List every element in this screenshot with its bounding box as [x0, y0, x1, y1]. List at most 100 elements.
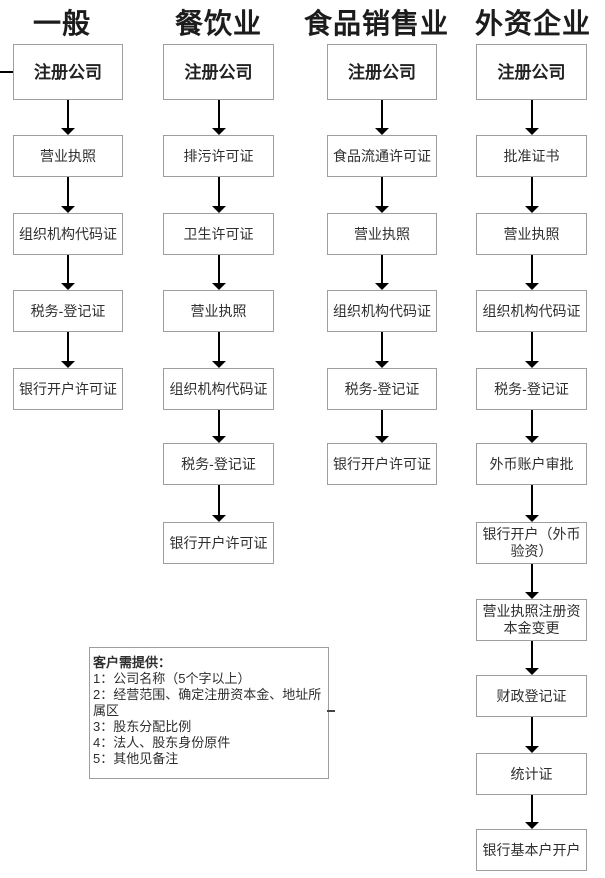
flow-node-label: 银行开户许可证: [169, 534, 268, 551]
flow-node: 注册公司: [13, 44, 123, 100]
flow-node: 营业执照注册资本金变更: [476, 599, 587, 641]
flow-node-label: 银行开户许可证: [19, 380, 117, 397]
flow-node-label: 注册公司: [184, 62, 253, 82]
arrow-line: [217, 485, 220, 517]
arrow-head: [211, 361, 226, 368]
down-arrow: [375, 177, 389, 213]
down-arrow: [211, 177, 226, 213]
note-box: 客户需提供： 1：公司名称（5个字以上） 2：经营范围、确定注册资本金、地址所属…: [89, 647, 329, 779]
column-header: 餐饮业: [175, 8, 263, 39]
note-line: 4：法人、股东身份原件: [93, 735, 231, 750]
arrow-line: [530, 485, 533, 517]
down-arrow: [524, 255, 539, 290]
note-line: 5：其他见备注: [93, 751, 179, 766]
connector-stub-left: [0, 71, 13, 73]
down-arrow: [375, 100, 389, 135]
arrow-line: [530, 332, 533, 363]
flow-node: 统计证: [476, 753, 587, 795]
flow-node: 税务-登记证: [13, 290, 123, 332]
flow-node-label: 营业执照注册资本金变更: [482, 603, 581, 636]
arrow-head: [61, 206, 75, 213]
arrow-head: [375, 128, 389, 135]
arrow-head: [524, 206, 539, 213]
arrow-line: [67, 177, 69, 208]
flow-node-label: 组织机构代码证: [169, 380, 268, 397]
arrow-head: [61, 128, 75, 135]
flow-node: 注册公司: [476, 44, 587, 100]
column-header: 食品销售业: [304, 8, 450, 39]
flow-node: 银行开户许可证: [163, 522, 274, 564]
arrow-line: [530, 641, 533, 670]
arrow-line: [217, 332, 220, 363]
down-arrow: [61, 255, 75, 290]
arrow-line: [67, 332, 69, 363]
arrow-head: [375, 361, 389, 368]
flow-node-label: 卫生许可证: [183, 225, 254, 242]
flow-node: 组织机构代码证: [327, 290, 437, 332]
flow-node: 批准证书: [476, 135, 587, 177]
flow-node-label: 外币账户审批: [489, 455, 574, 472]
flow-node-label: 税务-登记证: [181, 455, 256, 472]
flow-node-label: 排污许可证: [183, 147, 254, 164]
arrow-line: [530, 795, 533, 824]
flow-node: 注册公司: [327, 44, 437, 100]
arrow-head: [524, 515, 539, 522]
flow-node: 银行开户许可证: [327, 443, 437, 485]
flow-node-label: 注册公司: [497, 62, 566, 82]
flow-node-label: 注册公司: [34, 62, 102, 82]
arrow-line: [217, 410, 220, 438]
flow-node: 排污许可证: [163, 135, 274, 177]
arrow-head: [211, 283, 226, 290]
flow-node-label: 营业执照: [354, 225, 410, 242]
arrow-head: [524, 436, 539, 443]
column-header: 一般: [33, 8, 92, 39]
arrow-head: [524, 668, 539, 675]
down-arrow: [375, 410, 389, 443]
flow-node-label: 注册公司: [348, 62, 416, 82]
down-arrow: [375, 255, 389, 290]
down-arrow: [211, 485, 226, 522]
arrow-line: [381, 100, 383, 130]
flow-node: 组织机构代码证: [163, 368, 274, 410]
note-line: 3：股东分配比例: [93, 719, 192, 734]
down-arrow: [524, 485, 539, 522]
down-arrow: [524, 100, 539, 135]
connector-stub-note: [327, 710, 335, 712]
flow-node-label: 税务-登记证: [494, 380, 569, 397]
down-arrow: [61, 177, 75, 213]
arrow-line: [217, 100, 220, 130]
down-arrow: [524, 795, 539, 829]
arrow-head: [524, 361, 539, 368]
down-arrow: [524, 564, 539, 599]
note-line: 2：经营范围、确定注册资本金、地址所属区: [93, 687, 322, 718]
arrow-head: [524, 592, 539, 599]
down-arrow: [61, 332, 75, 368]
arrow-head: [211, 515, 226, 522]
arrow-line: [381, 255, 383, 285]
note-line: 1：公司名称（5个字以上）: [93, 671, 251, 686]
arrow-line: [67, 255, 69, 285]
flow-node-label: 组织机构代码证: [333, 302, 431, 319]
arrow-line: [381, 332, 383, 363]
arrow-line: [381, 177, 383, 208]
down-arrow: [211, 332, 226, 368]
arrow-line: [530, 564, 533, 594]
arrow-line: [530, 100, 533, 130]
flow-node: 营业执照: [13, 135, 123, 177]
flow-node: 营业执照: [163, 290, 274, 332]
arrow-line: [217, 177, 220, 208]
down-arrow: [61, 100, 75, 135]
arrow-line: [67, 100, 69, 130]
down-arrow: [524, 177, 539, 213]
flow-node-label: 银行开户（外币验资）: [482, 526, 581, 559]
flow-node: 税务-登记证: [163, 443, 274, 485]
arrow-line: [530, 255, 533, 285]
arrow-line: [530, 177, 533, 208]
down-arrow: [375, 332, 389, 368]
column-header: 外资企业: [475, 8, 592, 39]
flow-node: 外币账户审批: [476, 443, 587, 485]
flow-node: 税务-登记证: [476, 368, 587, 410]
flow-node-label: 银行基本户开户: [482, 841, 581, 858]
flow-node: 银行基本户开户: [476, 829, 587, 871]
